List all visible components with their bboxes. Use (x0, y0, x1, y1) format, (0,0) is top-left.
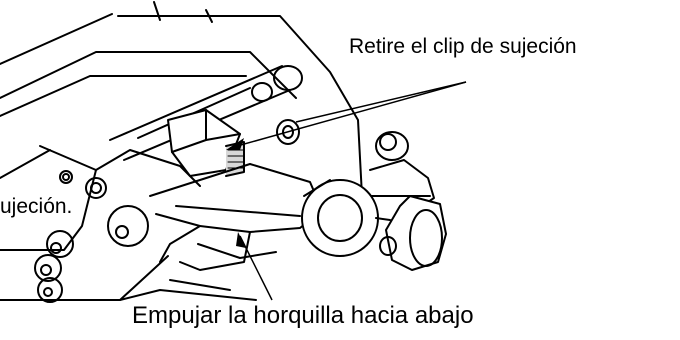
bolt-3 (107, 205, 149, 247)
bolt-5 (34, 254, 62, 282)
roller-shaft-1 (109, 65, 283, 141)
top-frame-inner (0, 13, 113, 65)
clip-pin (276, 119, 300, 145)
top-frame-plate (117, 15, 431, 197)
bolt-6 (37, 277, 63, 303)
leader-line-clip-2 (295, 81, 467, 123)
push-fork-label: Empujar la horquilla hacia abajo (132, 302, 474, 329)
fork-hub-outer (301, 179, 379, 257)
bolt-2 (85, 177, 107, 199)
leader-line-clip-1 (229, 81, 467, 149)
wheel-assembly (369, 131, 447, 271)
leader-arrowheads (226, 138, 246, 248)
bolt-1 (59, 170, 73, 184)
partial-clip-label: ujeción. (0, 195, 73, 218)
bolt-4 (46, 230, 74, 258)
remove-clip-label: Retire el clip de sujeción (349, 35, 577, 58)
